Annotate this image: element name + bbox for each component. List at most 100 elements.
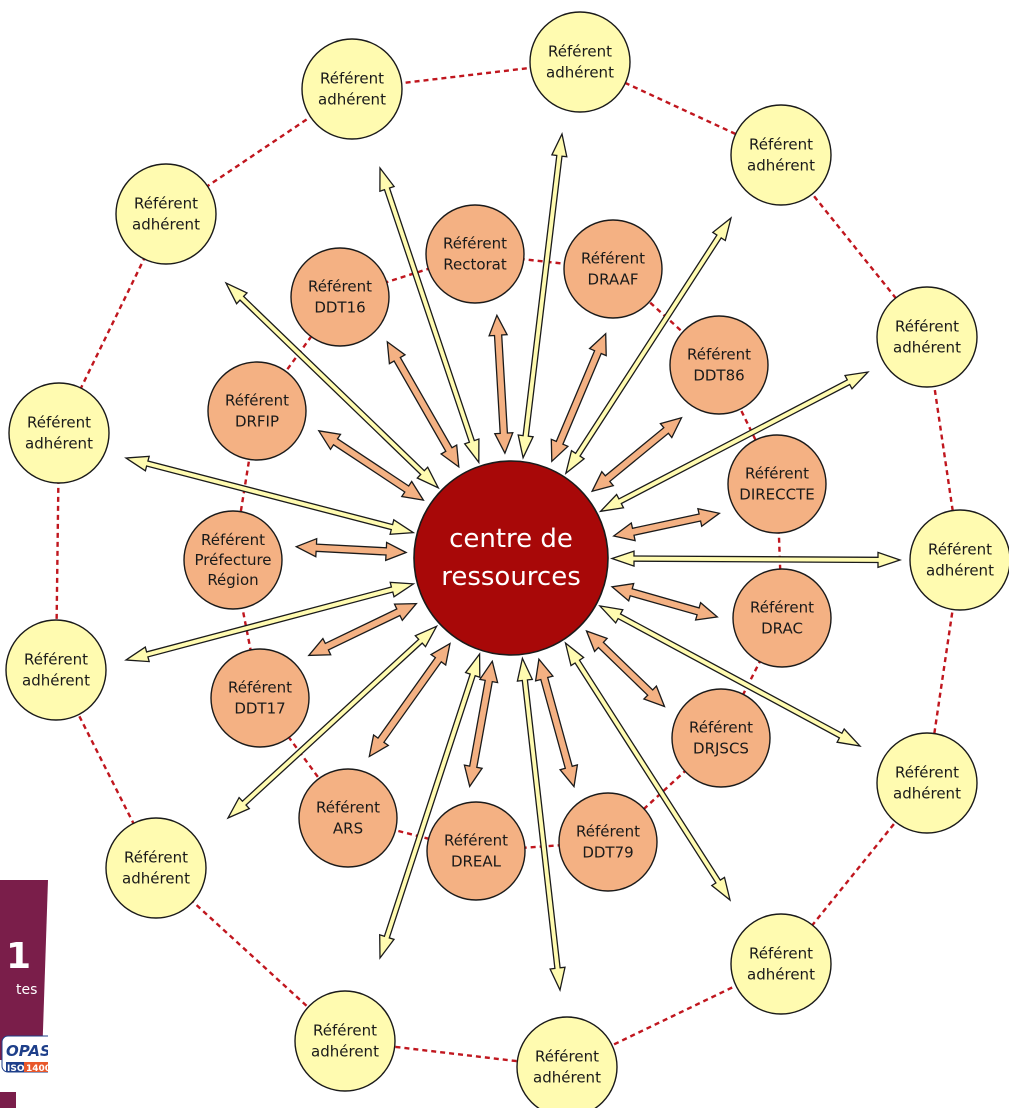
outer-node-label-line: adhérent (132, 216, 200, 234)
inner-node-label-line: Référent (201, 531, 265, 549)
outer-node-label-line: adhérent (122, 870, 190, 888)
inner-node-circle (298, 768, 398, 868)
outer-node-circle (730, 913, 832, 1015)
inner-node-label-line: DDT79 (582, 844, 633, 862)
inner-arrow (550, 332, 607, 463)
outer-node-12: Référent adhérent (8, 382, 110, 484)
outer-node-label-line: adhérent (546, 64, 614, 82)
outer-node-label-line: Référent (749, 136, 813, 154)
brand-panel-text: tes (16, 982, 37, 998)
inner-node-circle (563, 219, 663, 319)
outer-node-label-line: Référent (895, 764, 959, 782)
inner-node-label-line: DRAAF (588, 271, 639, 289)
inner-node-label-line: DREAL (451, 853, 502, 871)
inner-node-circle (669, 315, 769, 415)
center-label-line: ressources (441, 562, 581, 592)
inner-arrow (534, 657, 579, 789)
inner-node-circle (425, 204, 525, 304)
outer-node-label-line: Référent (320, 70, 384, 88)
inner-node-label-line: Référent (687, 346, 751, 364)
outer-node-label-line: Référent (27, 414, 91, 432)
outer-node-circle (115, 163, 217, 265)
outer-node-10: Référent adhérent (105, 817, 207, 919)
brand-badge-left: ISO (7, 1064, 25, 1074)
outer-node-circle (516, 1016, 618, 1108)
outer-node-label-line: Référent (749, 945, 813, 963)
inner-arrows (294, 313, 721, 789)
inner-node-label-line: DDT86 (693, 367, 744, 385)
inner-node-circle (558, 792, 658, 892)
brand-panel-digit: 1 (6, 936, 31, 977)
outer-arrow (598, 604, 862, 747)
outer-node-circle (8, 382, 110, 484)
center-label-line: centre de (449, 524, 573, 554)
inner-node-label-line: Référent (308, 278, 372, 296)
inner-node-label-line: DRJSCS (693, 740, 749, 758)
outer-node-circle (730, 104, 832, 206)
outer-node-label-line: adhérent (747, 157, 815, 175)
inner-node-label-line: Référent (444, 832, 508, 850)
outer-arrow (564, 216, 733, 475)
inner-node-circle (183, 510, 283, 610)
brand-badge-right-bg (24, 1062, 48, 1072)
outer-node-label-line: adhérent (533, 1069, 601, 1087)
center-node: centre de ressources (413, 460, 609, 656)
outer-node-circle (876, 286, 978, 388)
inner-arrow (294, 537, 408, 562)
inner-node-label-line: ARS (333, 820, 363, 838)
inner-node-label-line: Référent (576, 823, 640, 841)
outer-node-label-line: adhérent (311, 1043, 379, 1061)
inner-node-label-line: Référent (581, 250, 645, 268)
outer-node-label-line: Référent (895, 318, 959, 336)
outer-node-circle (301, 38, 403, 140)
outer-arrow (517, 132, 568, 460)
center-circle (413, 460, 609, 656)
outer-arrow (379, 166, 480, 465)
inner-node-label-line: DDT17 (234, 700, 285, 718)
inner-node-label-line: Référent (745, 465, 809, 483)
inner-node-circle (727, 434, 827, 534)
brand-badge-left-bg (6, 1062, 24, 1072)
outer-node-circle (5, 619, 107, 721)
outer-arrow (226, 624, 439, 820)
outer-node-label-line: Référent (24, 651, 88, 669)
outer-node-circle (105, 817, 207, 919)
outer-node-circle (909, 509, 1009, 611)
outer-node-label-line: adhérent (318, 91, 386, 109)
inner-node-label-line: Référent (316, 799, 380, 817)
inner-arrow (610, 582, 719, 621)
outer-node-label-line: Référent (124, 849, 188, 867)
outer-arrow (598, 371, 870, 513)
outer-nodes: RéférentadhérentRéférentadhérentRéférent… (5, 11, 1009, 1108)
outer-arrow (124, 455, 416, 536)
inner-arrow (317, 429, 425, 501)
outer-arrow (609, 550, 903, 569)
outer-arrow (516, 656, 566, 993)
outer-node-3: Référent adhérent (730, 104, 832, 206)
outer-node-label-line: adhérent (747, 966, 815, 984)
outer-node-label-line: Référent (134, 195, 198, 213)
inner-node-circle (207, 361, 307, 461)
outer-arrow (224, 281, 440, 490)
outer-node-label-line: adhérent (25, 435, 93, 453)
outer-node-circle (876, 732, 978, 834)
inner-arrow (612, 507, 721, 542)
inner-node-circle (671, 688, 771, 788)
